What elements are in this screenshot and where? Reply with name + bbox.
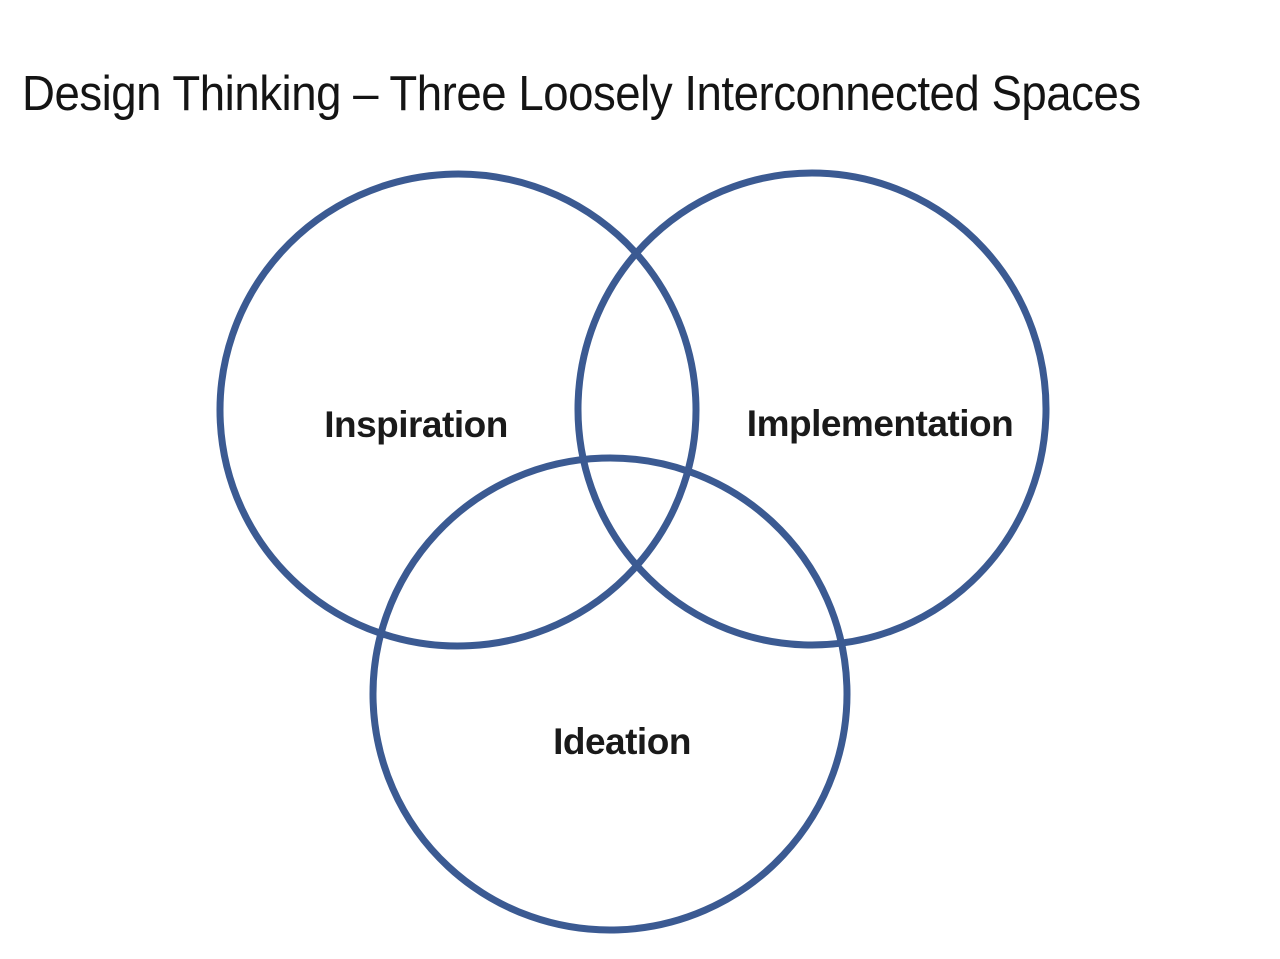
ideation-circle	[369, 454, 851, 934]
ideation-label: Ideation	[553, 721, 691, 762]
implementation-label: Implementation	[746, 403, 1014, 444]
slide-title: Design Thinking – Three Loosely Intercon…	[22, 67, 1141, 121]
implementation-circle	[574, 169, 1050, 649]
inspiration-circle	[216, 170, 700, 650]
inspiration-label: Inspiration	[324, 404, 508, 445]
